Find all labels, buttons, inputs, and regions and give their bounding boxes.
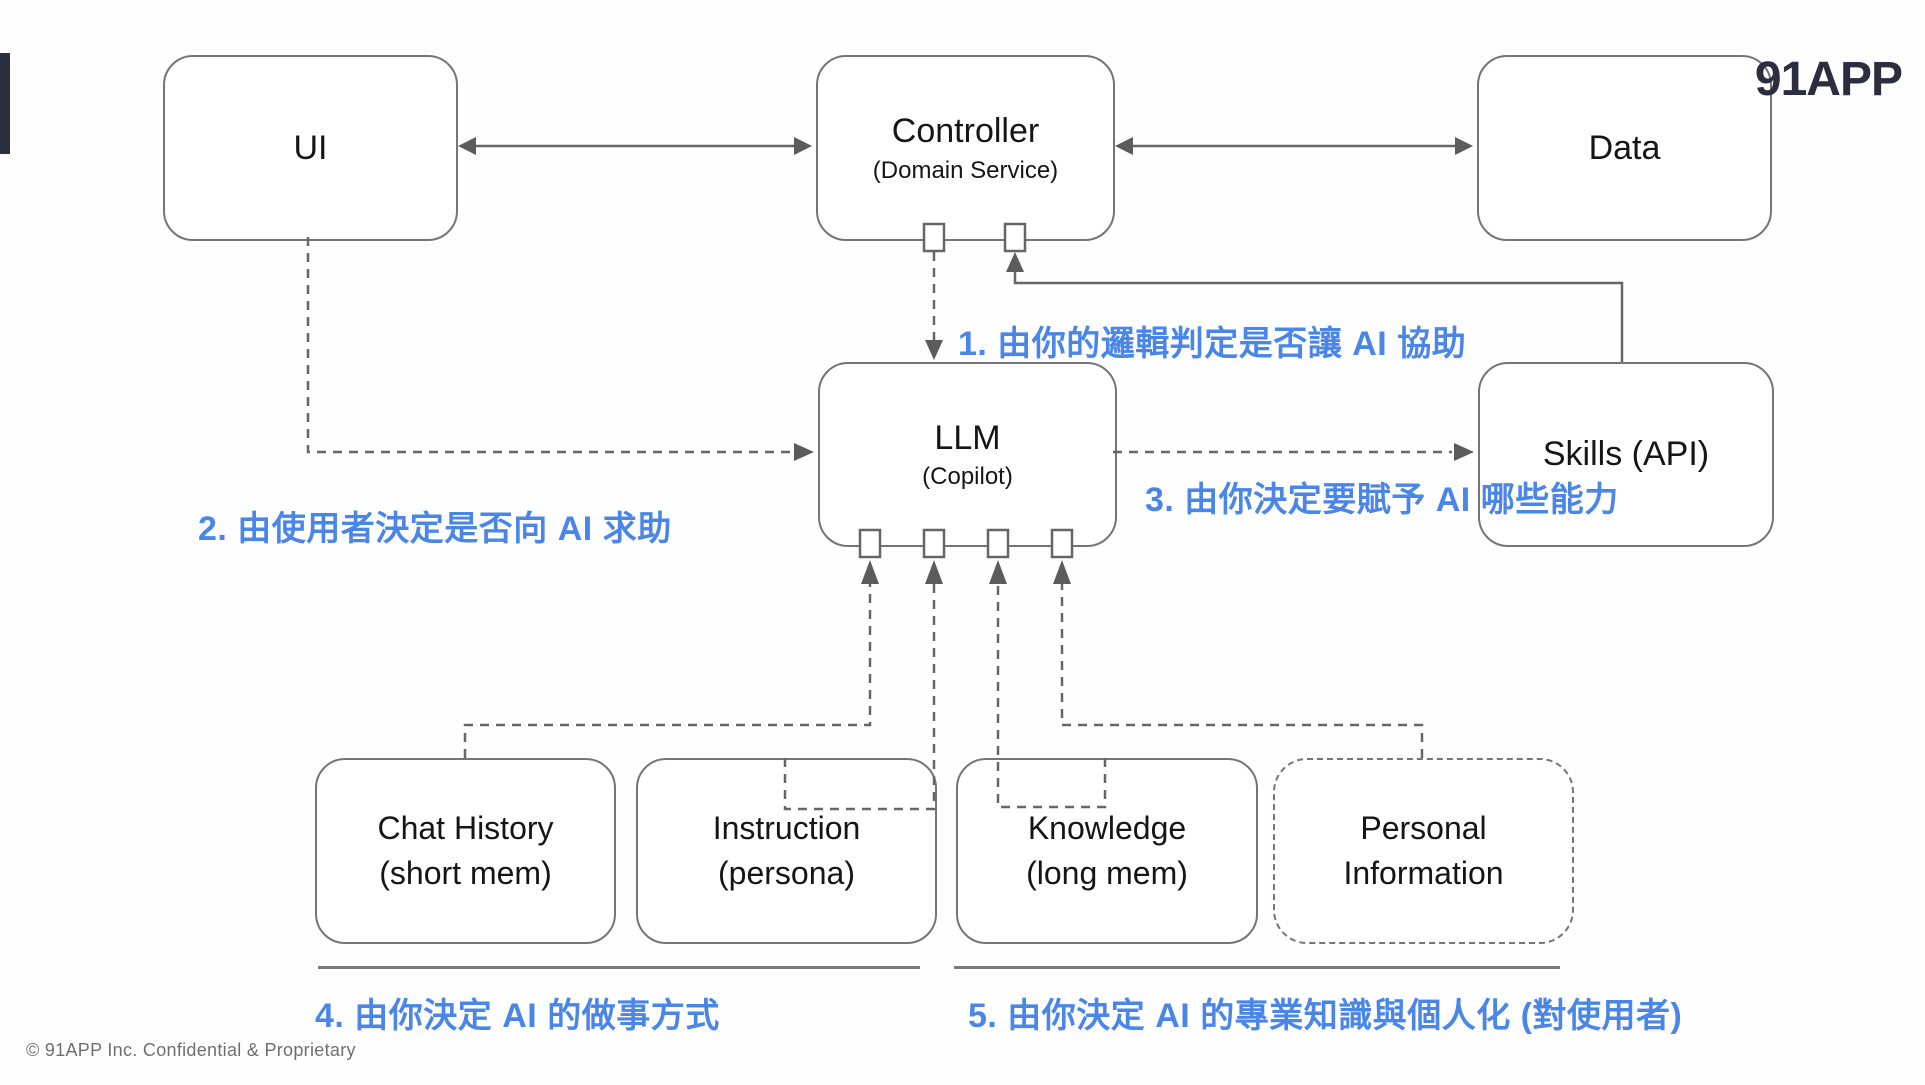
knowledge-line1: Knowledge	[1027, 810, 1187, 847]
node-skills-api: Skills (API)	[1478, 362, 1774, 547]
node-ui: UI	[163, 55, 458, 241]
node-ui-label: UI	[293, 128, 328, 167]
node-chat-history: Chat History (short mem)	[315, 758, 616, 944]
node-instruction-label: Instruction (persona)	[713, 806, 861, 896]
chat-history-line1: Chat History	[377, 810, 554, 847]
company-logo: 91APP	[1754, 53, 1903, 106]
node-knowledge-label: Knowledge (long mem)	[1026, 806, 1188, 896]
node-llm-sublabel: (Copilot)	[922, 463, 1013, 491]
node-controller: Controller (Domain Service)	[816, 55, 1115, 241]
node-llm-label: LLM	[934, 418, 1001, 457]
node-skills-api-label: Skills (API)	[1542, 435, 1710, 474]
group-underline-knowledge-personal	[954, 966, 1560, 969]
node-personal-information-label: Personal Information	[1343, 806, 1503, 896]
node-instruction: Instruction (persona)	[636, 758, 937, 944]
annotation-3: 3. 由你決定要賦予 AI 哪些能力	[1145, 481, 1619, 519]
knowledge-line2: (long mem)	[1026, 855, 1188, 891]
node-chat-history-label: Chat History (short mem)	[377, 806, 553, 896]
annotation-2: 2. 由使用者決定是否向 AI 求助	[198, 510, 672, 548]
chat-history-line2: (short mem)	[379, 855, 552, 891]
slide-edge-accent-bar	[0, 53, 10, 154]
node-knowledge: Knowledge (long mem)	[956, 758, 1258, 944]
node-data-label: Data	[1588, 128, 1661, 167]
copyright-text: © 91APP Inc. Confidential & Proprietary	[26, 1040, 356, 1060]
annotation-4: 4. 由你決定 AI 的做事方式	[315, 997, 720, 1035]
personal-info-line1: Personal	[1360, 810, 1487, 847]
node-personal-information: Personal Information	[1273, 758, 1574, 944]
node-llm: LLM (Copilot)	[818, 362, 1117, 547]
instruction-line1: Instruction	[712, 810, 861, 847]
group-underline-memory-instruction	[318, 966, 920, 969]
node-controller-sublabel: (Domain Service)	[872, 156, 1059, 184]
annotation-1: 1. 由你的邏輯判定是否讓 AI 協助	[958, 325, 1467, 363]
instruction-line2: (persona)	[718, 855, 855, 891]
node-controller-label: Controller	[891, 112, 1040, 151]
annotation-5: 5. 由你決定 AI 的專業知識與個人化 (對使用者)	[968, 997, 1683, 1035]
node-data: Data	[1477, 55, 1772, 241]
personal-info-line2: Information	[1343, 855, 1504, 891]
